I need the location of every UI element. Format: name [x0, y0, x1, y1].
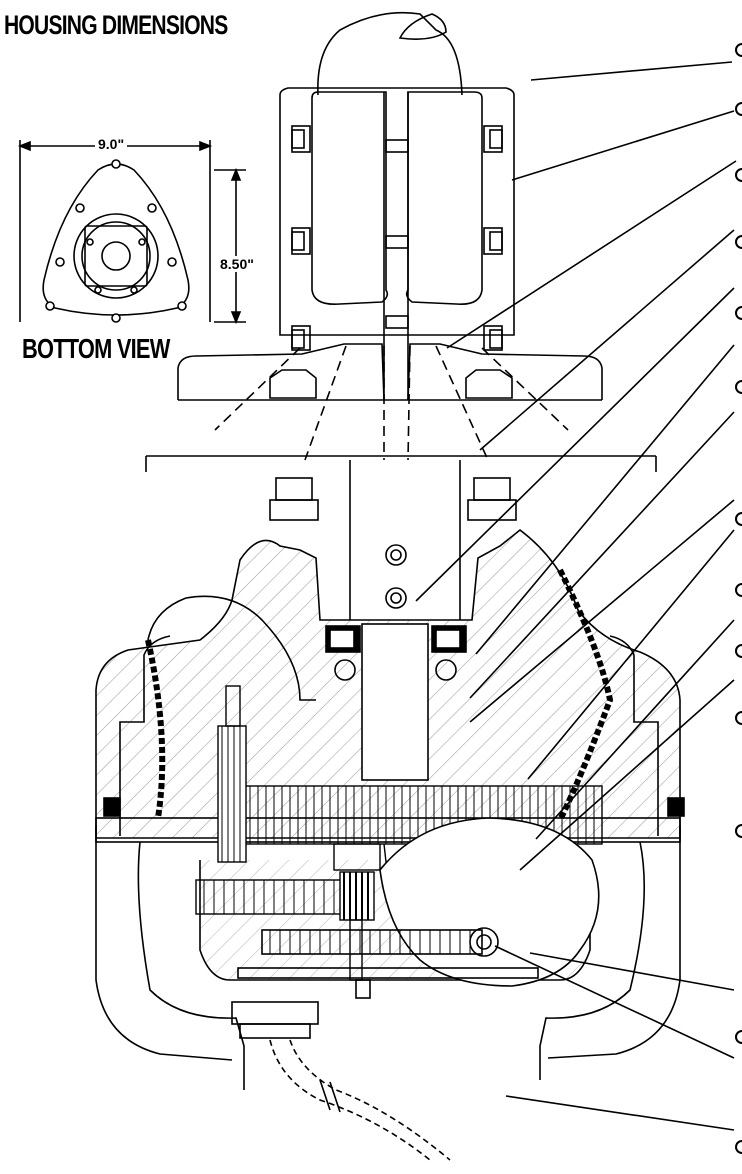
callout-marker	[733, 380, 742, 394]
callout-marker	[733, 711, 742, 725]
gearbox-housing	[95, 528, 685, 1090]
height-dimension-label: 8.50"	[218, 256, 256, 272]
upper-bracket-assembly	[177, 11, 603, 461]
motor-body	[379, 817, 600, 987]
output-shaft	[325, 544, 467, 781]
mounting-plate	[145, 455, 657, 620]
housing-dimensions-title: HOUSING DIMENSIONS	[4, 10, 228, 40]
callout-marker	[733, 512, 742, 526]
callout-marker	[733, 168, 742, 182]
bracket-base-left	[177, 343, 385, 401]
bracket-plate	[279, 87, 515, 336]
callout-marker	[733, 235, 742, 249]
bracket-base-right	[407, 343, 603, 401]
bottom-view-inset	[17, 140, 246, 325]
housing-outline	[42, 163, 190, 316]
bracket-bolts	[291, 125, 503, 351]
callout-marker	[733, 644, 742, 658]
leader-lines	[415, 61, 737, 1131]
valve-stem	[317, 11, 463, 96]
housing-parting-line	[95, 817, 681, 843]
callout-marker	[733, 43, 742, 57]
callout-marker	[733, 306, 742, 320]
callout-marker	[733, 824, 742, 838]
callout-marker	[733, 1140, 742, 1154]
gear-train	[195, 685, 603, 981]
callout-marker	[733, 102, 742, 116]
callout-marker	[733, 583, 742, 597]
callout-marker	[733, 1030, 742, 1044]
bottom-view-caption: BOTTOM VIEW	[22, 333, 170, 364]
width-dimension-label: 9.0"	[95, 136, 128, 152]
worm-and-motor	[231, 817, 600, 1161]
